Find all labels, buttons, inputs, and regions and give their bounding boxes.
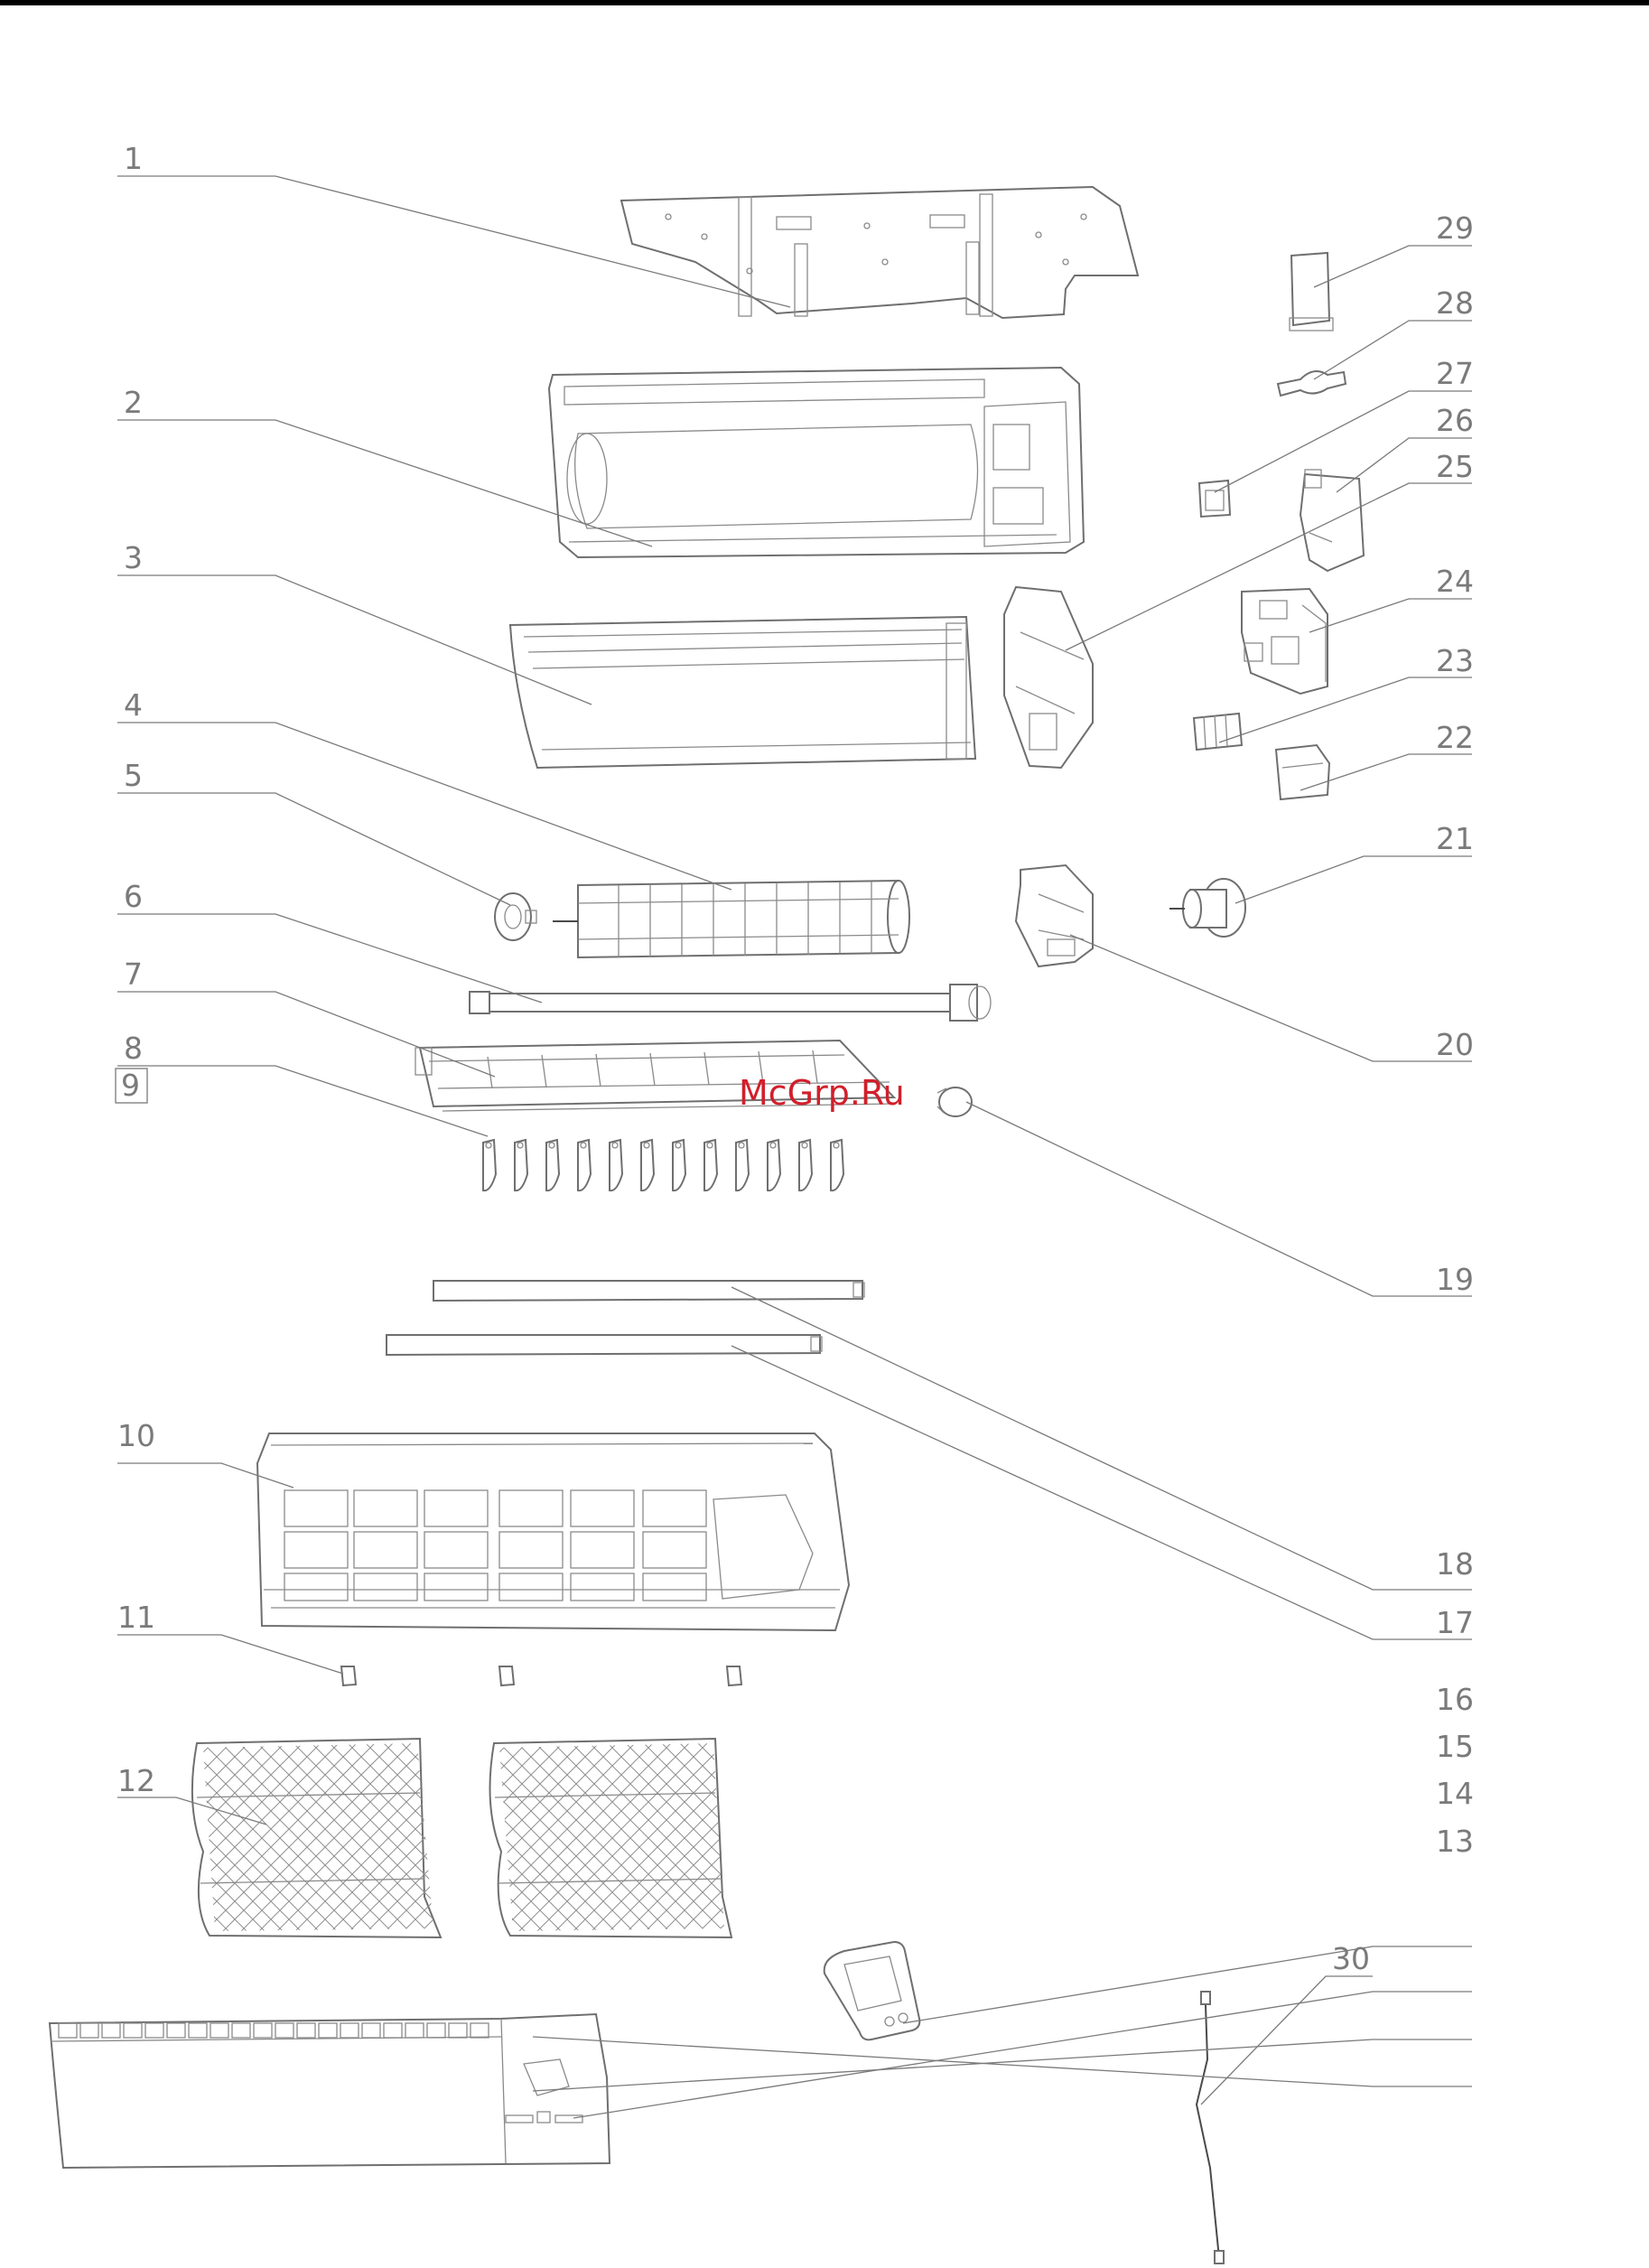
callout-18: 18 — [1436, 1546, 1474, 1582]
part-3-evaporator — [510, 617, 975, 768]
part-29-bracket — [1290, 253, 1333, 331]
callout-4: 4 — [124, 687, 143, 723]
part-30-sensor-wire — [1197, 1992, 1224, 2263]
callout-10: 10 — [117, 1418, 155, 1453]
callout-20: 20 — [1436, 1027, 1474, 1062]
part-28-pipe-clamp — [1278, 371, 1346, 396]
callout-6: 6 — [124, 879, 143, 914]
callout-28: 28 — [1436, 285, 1474, 321]
callout-5: 5 — [124, 758, 143, 793]
callout-25: 25 — [1436, 449, 1474, 484]
callout-21: 21 — [1436, 821, 1474, 856]
callout-24: 24 — [1436, 564, 1474, 599]
part-13-remote-controller — [824, 1942, 920, 2039]
part-23-heat-sink — [1194, 714, 1242, 750]
callout-8: 8 — [124, 1031, 143, 1066]
part-8-vertical-louvers — [483, 1140, 843, 1190]
part-25-electric-box-cover — [1004, 587, 1093, 768]
part-24-control-board — [1242, 589, 1328, 694]
callout-2: 2 — [124, 385, 143, 420]
callout-1: 1 — [124, 141, 143, 176]
part-18-horizontal-louver-upper — [433, 1281, 864, 1301]
part-2-chassis — [549, 368, 1084, 557]
callout-27: 27 — [1436, 356, 1474, 391]
callout-3: 3 — [124, 540, 143, 575]
watermark-text: McGrp.Ru — [739, 1073, 905, 1113]
callout-14: 14 — [1436, 1776, 1474, 1811]
callout-13: 13 — [1436, 1824, 1474, 1859]
callout-7: 7 — [124, 957, 143, 992]
callout-19: 19 — [1436, 1262, 1474, 1297]
part-6-drain-rod — [470, 985, 991, 1021]
callout-15: 15 — [1436, 1729, 1474, 1764]
part-17-horizontal-louver-lower — [387, 1335, 822, 1355]
part-16-front-panel — [50, 2014, 610, 2168]
callout-12: 12 — [117, 1763, 155, 1798]
part-1-mounting-plate — [621, 187, 1138, 318]
part-10-front-panel-frame — [257, 1433, 849, 1630]
callout-17: 17 — [1436, 1605, 1474, 1640]
callout-29: 29 — [1436, 210, 1474, 246]
part-20-motor-clamp — [1016, 865, 1093, 966]
part-21-fan-motor — [1169, 879, 1245, 937]
callout-23: 23 — [1436, 643, 1474, 678]
part-22-terminal — [1276, 745, 1329, 799]
callout-30: 30 — [1332, 1941, 1370, 1976]
part-27-receiver — [1199, 481, 1230, 517]
part-11-clips — [341, 1666, 741, 1685]
part-4-cross-flow-fan — [553, 881, 909, 957]
callout-26: 26 — [1436, 403, 1474, 438]
callout-9: 9 — [121, 1068, 140, 1103]
callout-22: 22 — [1436, 720, 1474, 755]
callout-16: 16 — [1436, 1682, 1474, 1717]
callout-11: 11 — [117, 1600, 155, 1635]
